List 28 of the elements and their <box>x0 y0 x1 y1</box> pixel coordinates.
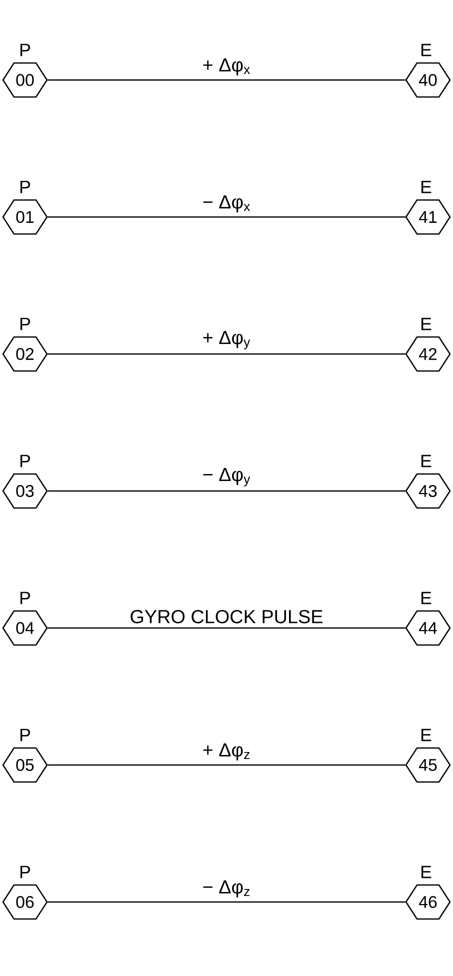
hexagon-label: P <box>20 592 30 604</box>
edge-label: + Δφ$_{y}$ <box>201 330 252 350</box>
hexagon-label: E <box>421 728 432 742</box>
connector-line <box>48 353 406 355</box>
edge-label: + Δφ$_{z}$ <box>201 742 252 762</box>
hexagon-label: E <box>421 44 432 56</box>
hexagon-label: E <box>421 866 432 878</box>
hexagon-label: E <box>421 318 432 330</box>
edge-label: − Δφ$_{x}$ <box>201 194 252 214</box>
edge-label: − Δφ$_{y}$ <box>201 467 252 488</box>
hexagon-label: E <box>421 180 432 194</box>
connector-line <box>48 216 406 218</box>
hexagon-label: P <box>20 728 30 742</box>
hexagon-label: P <box>20 180 30 194</box>
connector-line <box>48 764 406 766</box>
hexagon-label: E <box>421 592 432 604</box>
hexagon-label: P <box>20 866 30 878</box>
hexagon-label: E <box>421 454 432 468</box>
connector-line <box>48 627 406 629</box>
connector-line <box>48 490 406 492</box>
hexagon-label: P <box>20 318 30 330</box>
connector-line <box>48 79 406 81</box>
hexagon-label: P <box>20 44 30 56</box>
connector-line <box>48 901 406 903</box>
hexagon-label: P <box>20 454 30 468</box>
edge-label: + Δφ$_{x}$ <box>201 57 252 76</box>
edge-label: − Δφ$_{z}$ <box>201 879 252 898</box>
edge-label: GYRO CLOCK PULSE <box>128 608 324 624</box>
